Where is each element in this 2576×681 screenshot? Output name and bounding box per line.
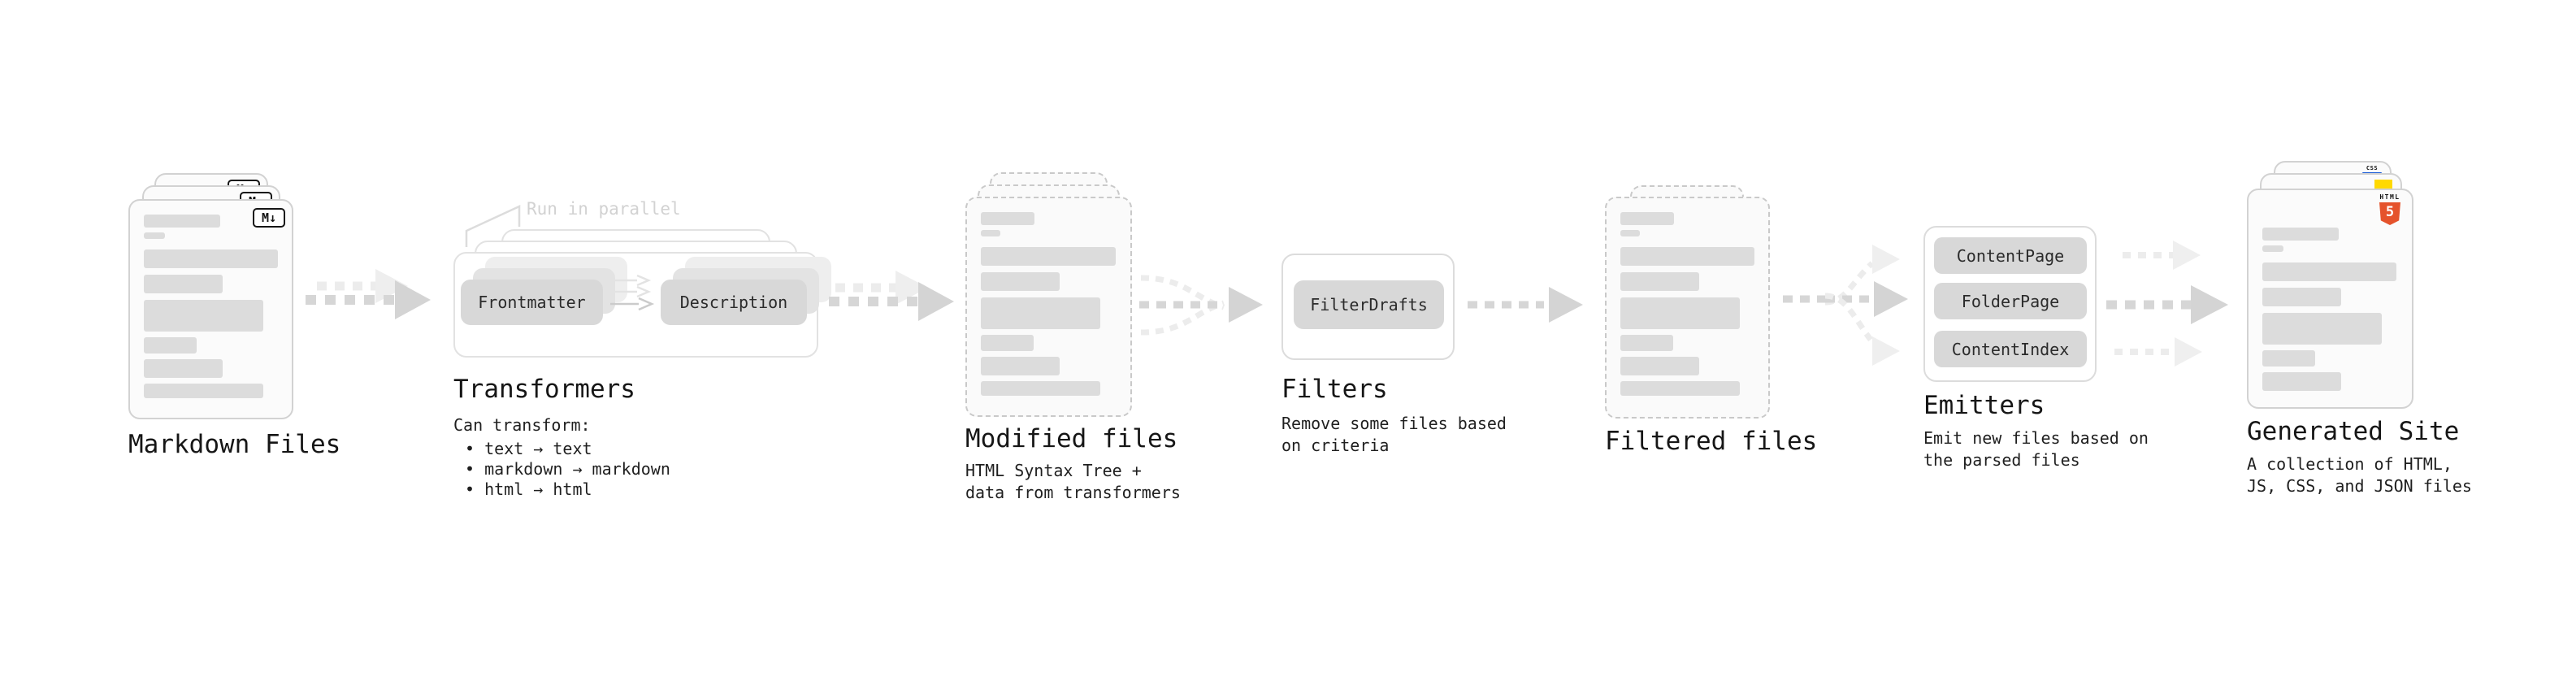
markdown-icon: M↓ — [253, 208, 285, 228]
description-pill: Description — [661, 280, 807, 325]
content-bar — [981, 247, 1116, 266]
content-bar — [981, 297, 1100, 329]
generated-site-card: HTML 5 — [2247, 189, 2413, 409]
content-bar — [144, 275, 223, 293]
stage-label-modified-files: Modified files — [965, 424, 1178, 453]
description-line: HTML Syntax Tree + — [965, 461, 1142, 480]
filtered-file-card — [1605, 197, 1770, 419]
folderpage-pill: FolderPage — [1934, 283, 2087, 319]
content-bar — [1620, 212, 1674, 225]
stage-label-emitters: Emitters — [1923, 391, 2045, 420]
contentpage-pill: ContentPage — [1934, 237, 2087, 274]
description-line: on criteria — [1281, 436, 1390, 455]
content-bar — [2262, 262, 2396, 281]
arrowhead — [395, 280, 431, 319]
arrowhead — [896, 271, 928, 305]
content-bar — [144, 249, 278, 268]
transformers-bullet-list: • text → text • markdown → markdown • ht… — [465, 439, 670, 500]
arrowhead — [2175, 337, 2202, 367]
html5-label: HTML — [2379, 193, 2400, 201]
stage-label-transformers: Transformers — [453, 375, 635, 404]
arrowhead — [1872, 336, 1900, 366]
description-line: A collection of HTML, — [2247, 454, 2452, 474]
emitters-description: Emit new files based on the parsed files — [1923, 427, 2149, 471]
content-bar — [1620, 357, 1699, 375]
content-bar — [2262, 228, 2339, 241]
js-file-icon — [2374, 180, 2392, 190]
arrowhead — [2191, 285, 2228, 324]
arrowhead — [1549, 287, 1583, 323]
content-bar — [2262, 313, 2382, 345]
content-bar — [1620, 230, 1640, 236]
description-line: the parsed files — [1923, 450, 2080, 470]
bullet-item: • text → text — [465, 439, 592, 458]
content-bar — [1620, 297, 1740, 329]
document-content-placeholder — [144, 215, 278, 398]
content-bar — [1620, 335, 1673, 351]
content-bar — [981, 381, 1100, 396]
frontmatter-pill: Frontmatter — [461, 280, 603, 325]
modified-file-card — [965, 197, 1132, 417]
content-bar — [981, 230, 1000, 236]
stage-label-generated-site: Generated Site — [2247, 417, 2460, 446]
description-line: Emit new files based on — [1923, 428, 2149, 448]
arrowhead — [918, 282, 954, 321]
arrowhead — [1229, 287, 1263, 323]
document-content-placeholder — [1620, 212, 1754, 396]
content-bar — [2262, 245, 2283, 252]
bullet-item: • html → html — [465, 479, 592, 499]
css-badge-text: CSS — [2366, 165, 2379, 171]
arrow-fan-top — [1824, 261, 1875, 306]
document-content-placeholder — [2262, 228, 2396, 391]
content-bar — [144, 215, 220, 228]
generated-site-description: A collection of HTML, JS, CSS, and JSON … — [2247, 453, 2472, 497]
content-bar — [981, 357, 1060, 375]
arrow-converge-top — [1140, 275, 1225, 310]
content-bar — [981, 212, 1034, 225]
stage-label-markdown-files: Markdown Files — [128, 430, 341, 459]
description-line: Remove some files based — [1281, 414, 1507, 433]
stage-label-filters: Filters — [1281, 375, 1388, 404]
arrowhead — [1872, 245, 1900, 274]
content-bar — [144, 359, 223, 378]
arrow-converge-bottom — [1140, 300, 1225, 336]
markdown-file-card: M↓ — [128, 199, 293, 419]
html5-number: 5 — [2385, 204, 2395, 220]
content-bar — [2262, 288, 2341, 306]
content-bar — [981, 272, 1060, 291]
arrowhead — [375, 269, 408, 303]
description-line: JS, CSS, and JSON files — [2247, 476, 2472, 496]
arrowhead — [1874, 281, 1908, 317]
content-bar — [144, 300, 263, 332]
contentindex-pill: ContentIndex — [1934, 331, 2087, 367]
content-bar — [144, 384, 263, 398]
content-bar — [1620, 272, 1699, 291]
arrowhead — [2173, 241, 2201, 270]
content-bar — [981, 335, 1034, 351]
content-bar — [144, 232, 165, 239]
description-line: Can transform: — [453, 415, 591, 435]
transformers-description: Can transform: — [453, 414, 591, 436]
content-bar — [144, 337, 197, 354]
description-line: data from transformers — [965, 483, 1181, 502]
arrow-fan-bottom — [1824, 293, 1873, 342]
content-bar — [2262, 350, 2315, 367]
content-bar — [2262, 372, 2341, 391]
html5-icon: HTML 5 — [2378, 194, 2402, 225]
content-bar — [1620, 381, 1740, 396]
filters-description: Remove some files based on criteria — [1281, 413, 1507, 457]
modified-files-description: HTML Syntax Tree + data from transformer… — [965, 460, 1181, 504]
filterdrafts-pill: FilterDrafts — [1294, 280, 1444, 329]
run-in-parallel-note: Run in parallel — [527, 199, 681, 219]
content-bar — [1620, 247, 1754, 266]
stage-label-filtered-files: Filtered files — [1605, 427, 1818, 456]
html5-shield: 5 — [2379, 202, 2400, 225]
markdown-badge-text: M↓ — [261, 210, 277, 225]
document-content-placeholder — [981, 212, 1116, 396]
bullet-item: • markdown → markdown — [465, 459, 670, 479]
